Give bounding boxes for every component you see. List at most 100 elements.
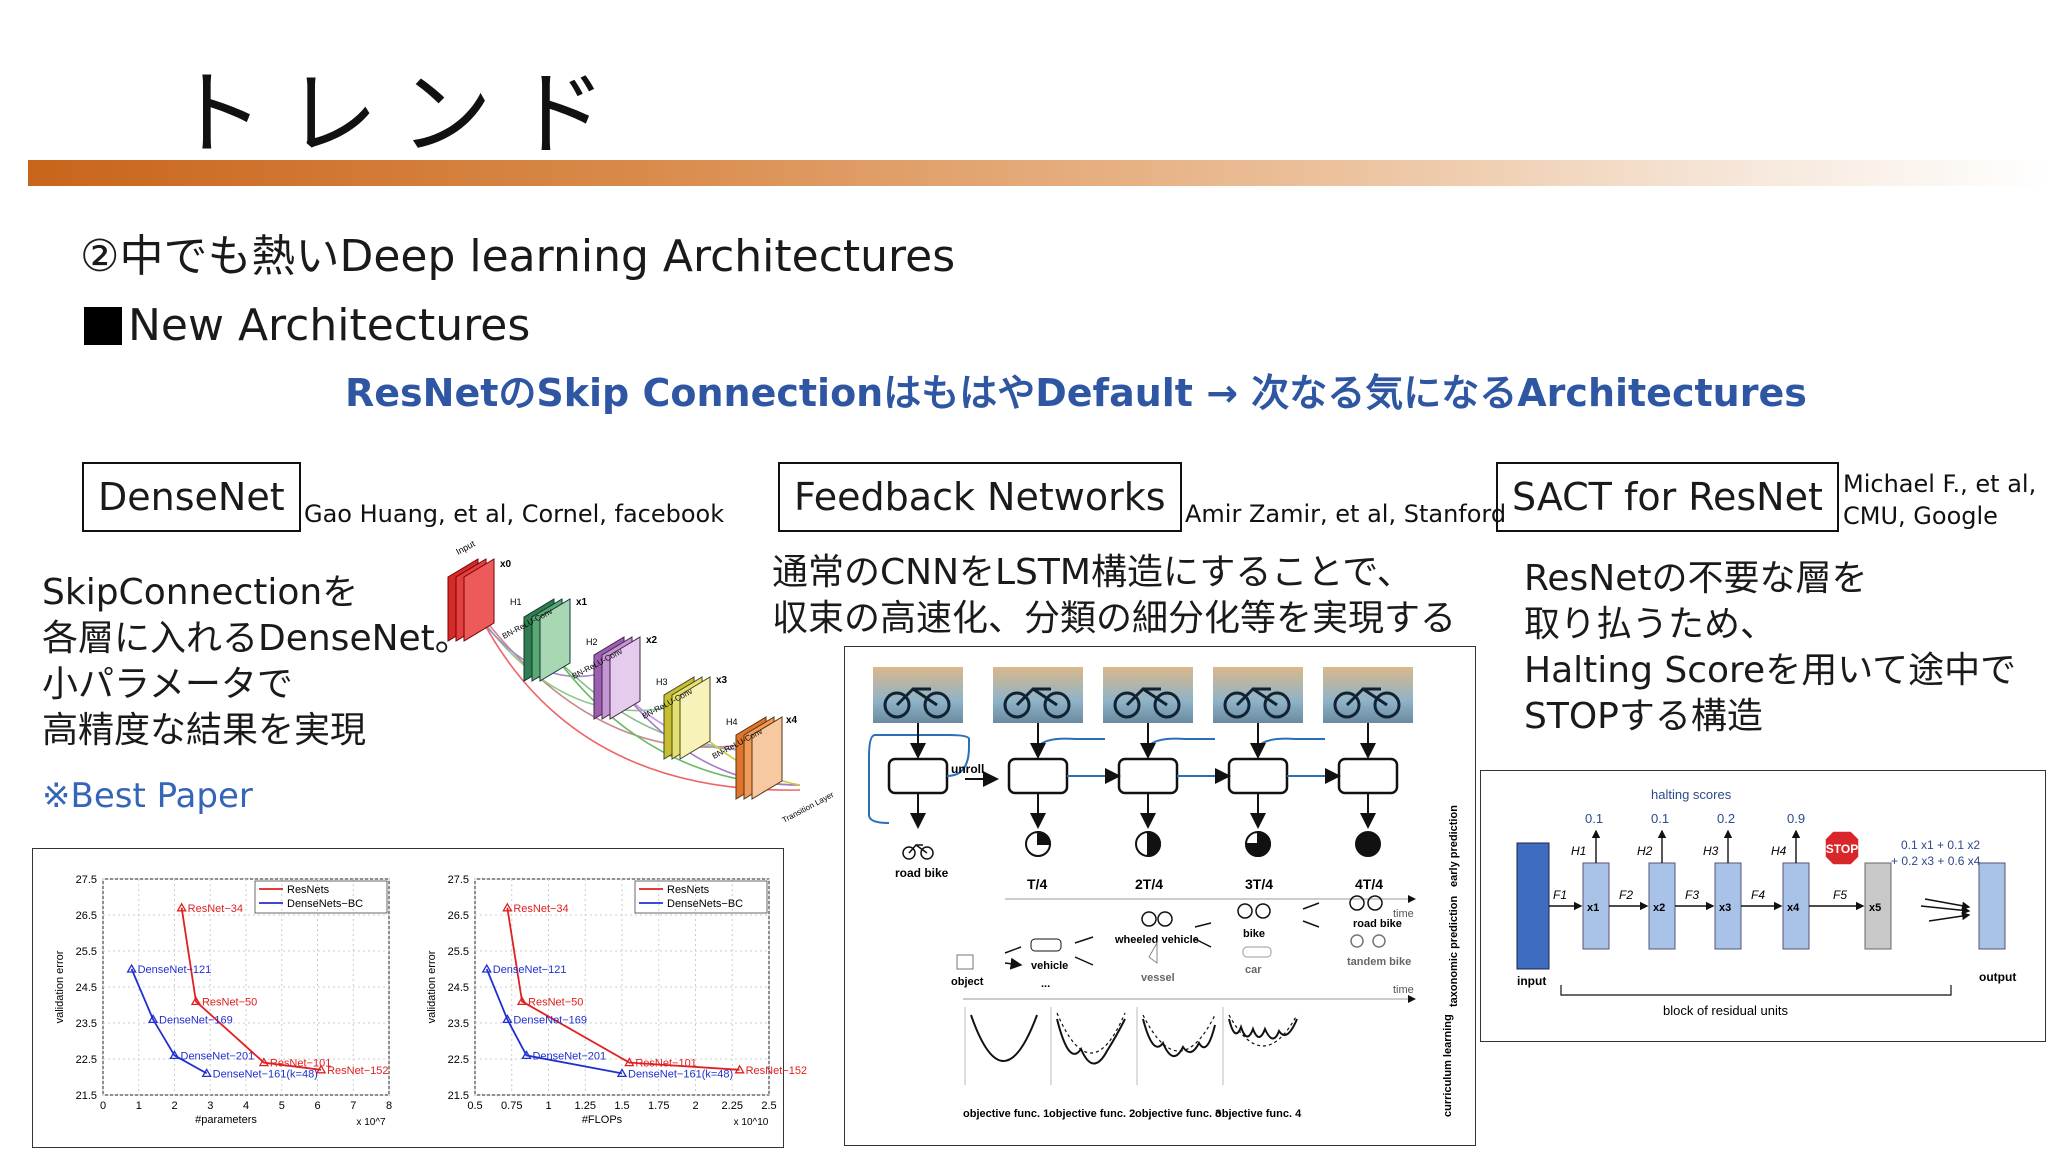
y-tick-label: 25.5 — [76, 946, 97, 958]
taxonomy-tree: object vehicle ... wheeled vehicle vesse… — [951, 895, 1411, 990]
dense-h2-label: H2 — [586, 637, 598, 647]
x-tick-label: 2.5 — [761, 1100, 776, 1112]
data-point — [734, 1064, 745, 1074]
legend-entry: DenseNets−BC — [287, 898, 363, 910]
square-bullet-icon — [84, 306, 122, 345]
input-image-tiles — [873, 667, 1413, 723]
legend-entry: DenseNets−BC — [667, 898, 743, 910]
data-point — [258, 1057, 269, 1067]
legend-entry: ResNets — [287, 884, 330, 896]
output-formula-line1: 0.1 x1 + 0.1 x2 — [1901, 838, 1980, 852]
x-multiplier: x 10^7 — [356, 1117, 386, 1128]
input-label: input — [1517, 974, 1546, 988]
bracket — [1560, 985, 1952, 996]
sact-label-box: SACT for ResNet — [1496, 462, 1839, 532]
halting-score: 0.1 — [1585, 811, 1603, 826]
f-labels: F1 F2 F3 F4 F5 — [1553, 888, 1847, 902]
data-label: DenseNet−169 — [159, 1014, 233, 1026]
data-label: DenseNet−121 — [138, 964, 212, 976]
output-formula-line2: + 0.2 x3 + 0.6 x4 — [1891, 854, 1981, 868]
legend-box — [634, 880, 768, 914]
vertical-arrows — [910, 723, 1376, 829]
x-label: x3 — [1719, 902, 1731, 914]
section-heading-text: New Architectures — [128, 300, 531, 351]
slide-subtitle: ②中でも熱いDeep learning Architectures — [80, 231, 956, 282]
time-label: time — [1393, 984, 1414, 996]
y-axis-label: validation error — [54, 950, 66, 1023]
slide-title: トレンド — [172, 61, 629, 168]
x-labels: x1 x2 x3 x4 x5 — [1587, 902, 1881, 914]
densenet-authors: Gao Huang, et al, Cornel, facebook — [304, 500, 725, 528]
y-tick-label: 24.5 — [76, 982, 97, 994]
step-label: T/4 — [1027, 876, 1047, 892]
y-tick-label: 23.5 — [76, 1018, 97, 1030]
data-label: DenseNet−201 — [532, 1050, 606, 1062]
sact-desc-line: Halting Scoreを用いて途中で — [1524, 650, 2017, 691]
f-label: F3 — [1685, 888, 1699, 902]
y-axis-label: validation error — [426, 950, 438, 1023]
feedback-diagram: unroll road bike T/4 2T/4 3T/4 4T/4 time… — [868, 667, 1460, 1120]
x-tick-label: 1.5 — [614, 1100, 629, 1112]
sact-authors: Michael F., et al, CMU, Google — [1843, 468, 2036, 532]
dense-layer-x4 — [735, 716, 783, 800]
unroll-label: unroll — [951, 762, 984, 776]
objective-label: objective func. 1 — [963, 1108, 1049, 1120]
x-tick-label: 2 — [692, 1100, 698, 1112]
y-tick-label: 27.5 — [76, 874, 97, 886]
y-tick-label: 26.5 — [448, 910, 469, 922]
data-point — [147, 1014, 159, 1024]
dense-h1-label: H1 — [510, 597, 522, 607]
section-heading: New Architectures — [84, 300, 530, 351]
tax-bike: bike — [1243, 928, 1265, 940]
f-label: F5 — [1833, 888, 1847, 902]
tagline: ResNetのSkip ConnectionはもはやDefault → 次なる気… — [345, 371, 1807, 415]
title-divider — [28, 160, 2048, 186]
stop-label: STOP — [1826, 842, 1858, 856]
feedback-authors: Amir Zamir, et al, Stanford — [1185, 500, 1507, 528]
data-label: DenseNet−121 — [493, 964, 567, 976]
plot-area — [102, 878, 390, 1096]
x-label: x4 — [1787, 902, 1800, 914]
x-tick-label: 1.25 — [575, 1100, 596, 1112]
x-tick-label: 0.5 — [467, 1100, 482, 1112]
data-label: ResNet−34 — [513, 903, 568, 915]
y-tick-label: 21.5 — [448, 1090, 469, 1102]
dense-layer-x3 — [663, 676, 711, 760]
sact-desc-line: ResNetの不要な層を — [1524, 558, 1868, 599]
y-tick-label: 26.5 — [76, 910, 97, 922]
transition-layer-label: Transition Layer — [781, 790, 836, 825]
densenet-desc-line: 高精度な結果を実現 — [42, 710, 367, 751]
halting-score: 0.9 — [1787, 811, 1805, 826]
data-point — [481, 963, 492, 973]
residual-units — [1582, 862, 1810, 950]
sact-desc-line: 取り払うため、 — [1524, 604, 1777, 645]
y-tick-label: 21.5 — [76, 1090, 97, 1102]
data-point — [169, 1050, 180, 1060]
data-point — [126, 963, 137, 973]
densenet-label-box: DenseNet — [82, 462, 301, 532]
x-label: x2 — [1653, 902, 1665, 914]
dense-layer-x1 — [523, 598, 571, 682]
x-tick-label: 1 — [136, 1100, 142, 1112]
x-tick-label: 6 — [314, 1100, 320, 1112]
halting-scores-title: halting scores — [1651, 787, 1732, 802]
block-label: block of residual units — [1663, 1003, 1789, 1018]
x-tick-label: 3 — [207, 1100, 213, 1112]
side-label-taxonomic: taxonomic prediction — [1448, 895, 1460, 1007]
objective-label: objective func. 3 — [1135, 1108, 1221, 1120]
time-label: time — [1393, 908, 1414, 920]
data-point — [201, 1068, 212, 1078]
dense-x3-label: x3 — [716, 675, 728, 686]
series-line — [130, 968, 208, 1075]
y-tick-label: 22.5 — [76, 1054, 97, 1066]
x-axis-label: #parameters — [195, 1114, 257, 1126]
x-tick-label: 0.75 — [501, 1100, 522, 1112]
series-line — [485, 968, 623, 1075]
tax-ellipsis: ... — [1041, 978, 1050, 990]
skipped-unit — [1864, 862, 1892, 950]
x-multiplier: x 10^10 — [734, 1117, 769, 1128]
y-tick-label: 27.5 — [448, 874, 469, 886]
bike-output-icon — [902, 843, 934, 860]
objective-label: objective func. 2 — [1049, 1108, 1135, 1120]
